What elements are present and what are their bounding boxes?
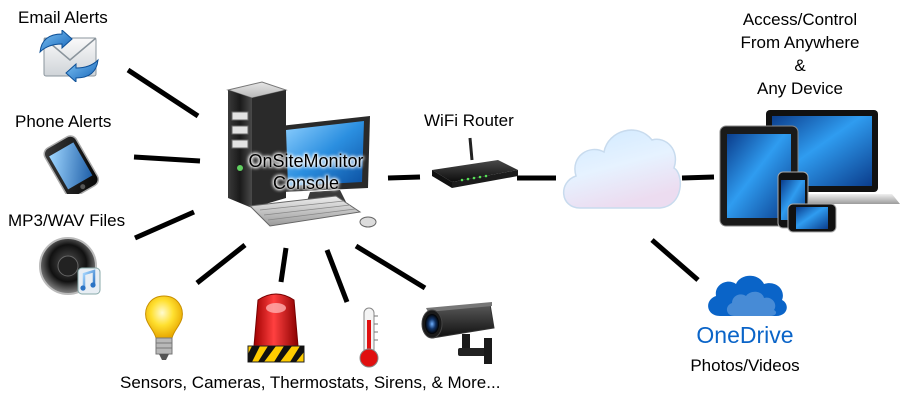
console-label: OnSiteMonitor Console xyxy=(226,150,386,194)
connector-cloud-onedrive xyxy=(650,238,700,282)
access-line2: From Anywhere xyxy=(740,33,860,52)
phone-icon xyxy=(36,134,108,194)
email-icon xyxy=(36,30,102,82)
connector-siren xyxy=(278,247,289,283)
connector-thermometer xyxy=(324,249,350,303)
connector-bulb xyxy=(195,243,247,285)
connector-cloud-devices xyxy=(681,174,715,181)
access-line4: Any Device xyxy=(757,79,843,98)
access-line1: Access/Control xyxy=(742,10,858,29)
mp3-wav-label: MP3/WAV Files xyxy=(8,211,126,230)
computer-console-icon xyxy=(210,76,382,238)
laptop-tablet-phone-icon xyxy=(716,108,900,236)
photos-videos-label: Photos/Videos xyxy=(690,356,800,375)
audio-file-icon xyxy=(38,236,102,298)
security-camera-icon xyxy=(418,300,498,366)
thermometer-icon xyxy=(355,306,383,370)
connector-camera xyxy=(354,243,427,291)
devices-caption: Sensors, Cameras, Thermostats, Sirens, &… xyxy=(120,373,501,392)
console-label-line2: Console xyxy=(272,173,340,193)
connector-mp3 xyxy=(133,209,196,241)
connector-email xyxy=(126,67,200,119)
light-bulb-icon xyxy=(140,292,188,364)
phone-alerts-label: Phone Alerts xyxy=(15,112,112,131)
wifi-router-icon xyxy=(428,136,520,192)
wifi-router-label: WiFi Router xyxy=(424,111,514,130)
console-label-line1: OnSiteMonitor xyxy=(248,151,364,171)
connector-console-router xyxy=(387,174,421,181)
access-control-label: Access/Control From Anywhere & Any Devic… xyxy=(722,10,878,99)
cloud-icon xyxy=(556,116,684,216)
connector-phone xyxy=(133,154,201,164)
email-alerts-label: Email Alerts xyxy=(18,8,108,27)
access-line3: & xyxy=(794,56,806,75)
siren-icon xyxy=(244,290,308,364)
onedrive-cloud-icon xyxy=(704,272,788,318)
onedrive-label: OneDrive xyxy=(696,322,794,348)
